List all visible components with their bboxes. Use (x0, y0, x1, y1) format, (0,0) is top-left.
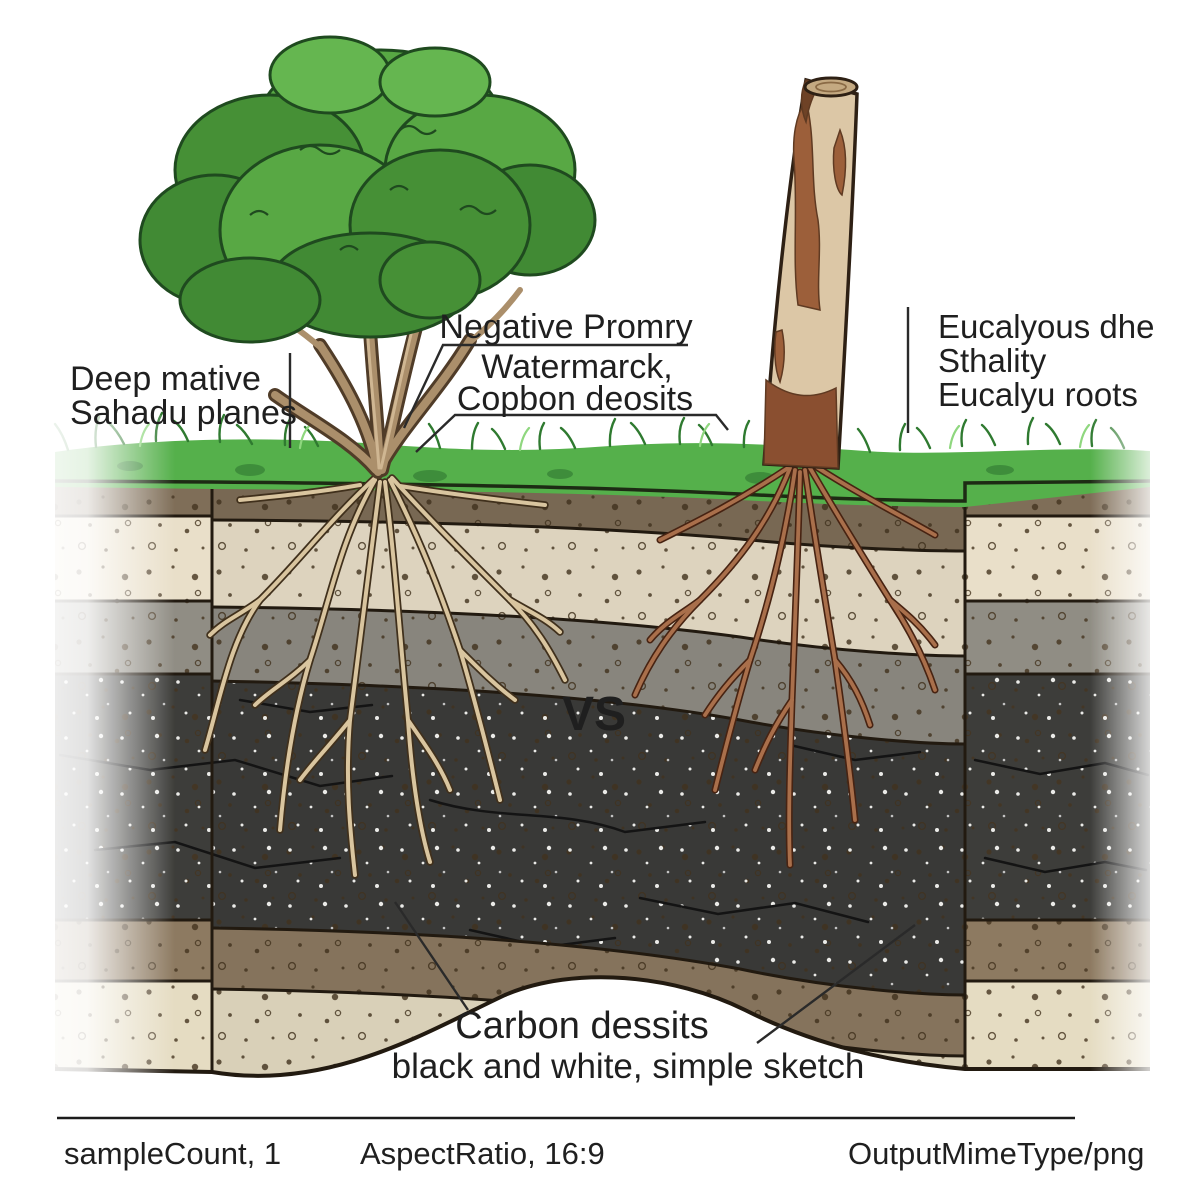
leader-line-center-top (402, 343, 688, 429)
grass-body (55, 439, 1150, 507)
right-edge-fade (1090, 415, 1200, 1115)
leader-line-bottom-left (394, 901, 469, 1011)
healthy-tree-roots (201, 474, 569, 879)
label-left-line1: Deep mative (70, 360, 261, 398)
label-center-line1: Negative Promry (439, 308, 692, 346)
label-left-line2: Sahadu planes (70, 394, 297, 432)
label-center: Negative Promry Watermarck, Copbon deosi… (439, 308, 693, 418)
healthy-tree (138, 35, 597, 879)
dead-trunk-roots (631, 462, 939, 869)
label-right-line2: Sthality (938, 342, 1047, 379)
label-bottom-line2: black and white, simple sketch (392, 1047, 865, 1086)
label-left: Deep mative Sahadu planes (70, 360, 297, 432)
vs-label: VS (562, 688, 626, 741)
label-right: Eucalyous dhe Sthality Eucalyu roots (938, 308, 1154, 413)
footer-sample-count: sampleCount, 1 (64, 1136, 281, 1171)
leader-lines (288, 307, 916, 1044)
dead-trunk-bark (763, 79, 847, 469)
leader-line-center-bottom (415, 413, 729, 453)
dead-trunk (631, 76, 939, 869)
label-bottom: Carbon dessits black and white, simple s… (392, 1005, 865, 1086)
grass-strip (53, 411, 1151, 507)
footer-aspect-ratio: AspectRatio, 16:9 (360, 1136, 605, 1171)
leader-line-bottom-right (756, 924, 916, 1044)
left-edge-fade (0, 415, 175, 1115)
label-right-line3: Eucalyu roots (938, 376, 1138, 413)
label-right-line1: Eucalyous dhe (938, 308, 1154, 345)
dead-trunk-rings (815, 81, 847, 93)
footer-output-mime: OutputMimeType/png (848, 1136, 1144, 1171)
label-center-line2: Watermarck, (481, 348, 672, 386)
healthy-tree-canopy (138, 35, 597, 344)
label-bottom-line1: Carbon dessits (455, 1005, 708, 1047)
label-center-line3: Copbon deosits (457, 380, 693, 418)
soil-bottom-edge (54, 975, 1150, 1078)
dead-trunk-cut-top (803, 76, 859, 98)
